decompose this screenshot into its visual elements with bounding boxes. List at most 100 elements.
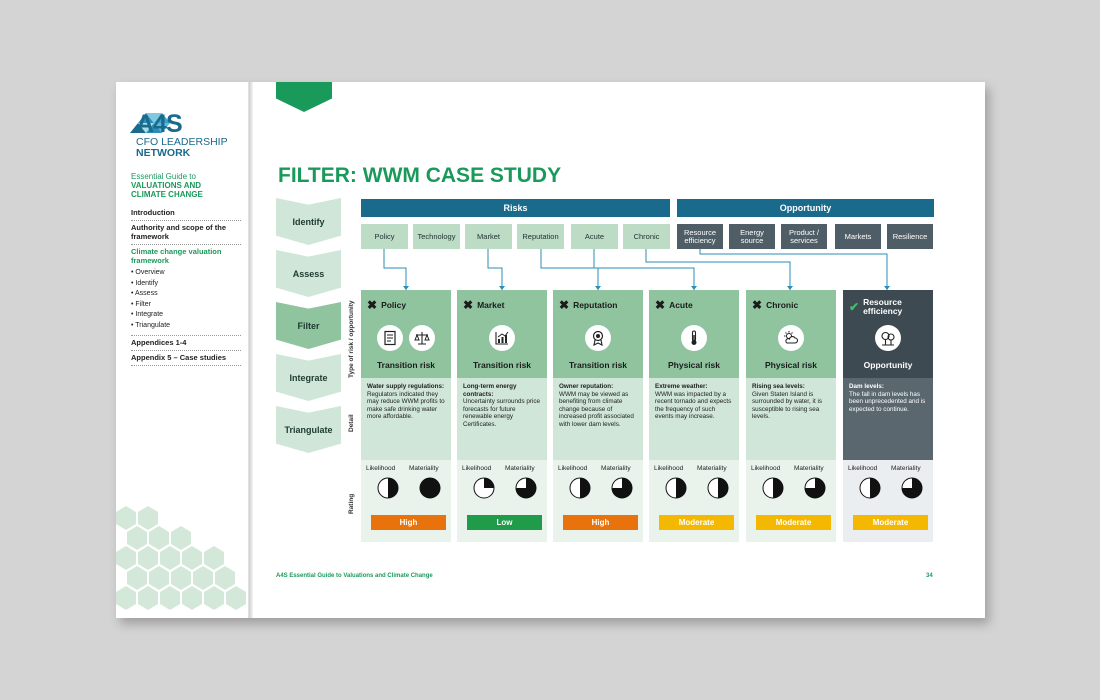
card-name: ✖Reputation (559, 298, 617, 312)
card-name: ✖Market (463, 298, 504, 312)
award-icon (585, 325, 611, 351)
process-steps: Identify Assess Filter Integrate Triangu… (276, 198, 341, 458)
likelihood-label: Likelihood (751, 465, 781, 472)
card-detail-text: Uncertainty surrounds price forecasts fo… (463, 398, 540, 428)
step-integrate[interactable]: Integrate (276, 354, 341, 401)
row-label-rating: Rating (348, 493, 355, 514)
row-label-type: Type of risk / opportunity (348, 300, 355, 378)
hexagon-pattern-icon (116, 506, 246, 610)
card-detail-title: Long-term energy contracts: (463, 383, 517, 398)
weather-icon (778, 325, 804, 351)
card-icons (649, 325, 739, 351)
likelihood-pie (473, 477, 495, 499)
card-detail-title: Water supply regulations: (367, 383, 445, 390)
opportunity-header: Opportunity (677, 199, 934, 217)
card-name-label: Market (477, 299, 505, 310)
card-name-label: Chronic (766, 299, 799, 310)
nav-appendix5[interactable]: Appendix 5 – Case studies (131, 351, 241, 366)
page-number: 34 (926, 573, 933, 579)
risk-chip: Reputation (517, 224, 564, 249)
page-footer: A4S Essential Guide to Valuations and Cl… (276, 573, 433, 579)
likelihood-pie (762, 477, 784, 499)
page-spine (249, 82, 253, 618)
materiality-pie (419, 477, 441, 499)
card-detail-text: Given Staten Island is surrounded by wat… (752, 390, 823, 421)
risk-chip: Technology (413, 224, 460, 249)
logo-line2: NETWORK (136, 147, 191, 159)
card-name-label: Acute (669, 299, 693, 310)
logo-sub: CFO LEADERSHIP NETWORK (136, 137, 228, 159)
nav-introduction[interactable]: Introduction (131, 206, 241, 221)
cross-icon: ✖ (559, 298, 570, 312)
materiality-pie (707, 477, 729, 499)
card-detail-title: Extreme weather: (655, 383, 708, 390)
likelihood-pie (859, 477, 881, 499)
row-label-detail: Detail (348, 414, 355, 432)
rating-badge: Low (467, 515, 542, 530)
document-icon (377, 325, 403, 351)
step-triangulate[interactable]: Triangulate (276, 406, 341, 453)
likelihood-pie (377, 477, 399, 499)
nav-framework[interactable]: Climate change valuation framework (131, 247, 222, 265)
step-filter[interactable]: Filter (276, 302, 341, 349)
nav-sub-item[interactable]: Triangulate (131, 321, 241, 332)
check-icon: ✔ (849, 300, 860, 314)
nav-appendices[interactable]: Appendices 1-4 (131, 336, 241, 351)
sidebar: A4S CFO LEADERSHIP NETWORK Essential Gui… (116, 82, 249, 618)
card-detail: Water supply regulations:Regulators indi… (361, 378, 451, 460)
card-detail: Dam levels:The fall in dam levels has be… (843, 378, 933, 460)
likelihood-label: Likelihood (654, 465, 684, 472)
likelihood-label: Likelihood (558, 465, 588, 472)
nav-sub-item[interactable]: Identify (131, 279, 241, 290)
nav-sub-item[interactable]: Filter (131, 300, 241, 311)
card-name: ✖Acute (655, 298, 693, 312)
risk-chip: Acute (571, 224, 618, 249)
nav-sub-item[interactable]: Overview (131, 268, 241, 279)
materiality-label: Materiality (891, 465, 921, 472)
opportunity-chip: Resource efficiency (677, 224, 723, 249)
card-type: Physical risk (765, 360, 817, 370)
scales-icon (409, 325, 435, 351)
card-name-label: Reputation (573, 299, 618, 310)
nav-sub-item[interactable]: Assess (131, 289, 241, 300)
materiality-pie (515, 477, 537, 499)
nav-sub-item[interactable]: Integrate (131, 310, 241, 321)
step-assess[interactable]: Assess (276, 250, 341, 297)
card-detail-text: The fall in dam levels has been unpreced… (849, 390, 926, 413)
likelihood-label: Likelihood (462, 465, 492, 472)
logo-line1: CFO LEADERSHIP (136, 136, 228, 148)
materiality-label: Materiality (601, 465, 631, 472)
materiality-label: Materiality (409, 465, 439, 472)
opportunity-chip: Markets (835, 224, 881, 249)
document-page: A4S CFO LEADERSHIP NETWORK Essential Gui… (116, 82, 985, 618)
page-title: FILTER: WWM CASE STUDY (278, 164, 562, 187)
opportunity-chip: Energy source (729, 224, 775, 249)
step-identify[interactable]: Identify (276, 198, 341, 245)
connector-lines (383, 249, 890, 290)
nav-authority[interactable]: Authority and scope of the framework (131, 221, 241, 245)
materiality-label: Materiality (697, 465, 727, 472)
likelihood-pie (569, 477, 591, 499)
guide-line3: CLIMATE CHANGE (131, 190, 203, 199)
materiality-label: Materiality (505, 465, 535, 472)
card-detail: Extreme weather:WWM was impacted by a re… (649, 378, 739, 460)
card-icons (843, 325, 933, 351)
rating-badge: High (563, 515, 638, 530)
card-detail: Long-term energy contracts:Uncertainty s… (457, 378, 547, 460)
a4s-logo-icon (130, 113, 170, 133)
rating-badge: High (371, 515, 446, 530)
card-detail-title: Rising sea levels: (752, 383, 805, 390)
cross-icon: ✖ (752, 298, 763, 312)
guide-title: Essential Guide to VALUATIONS AND CLIMAT… (131, 172, 241, 199)
card-name-label: Resource efficiency (863, 297, 903, 316)
card-type: Transition risk (568, 360, 628, 370)
materiality-pie (901, 477, 923, 499)
